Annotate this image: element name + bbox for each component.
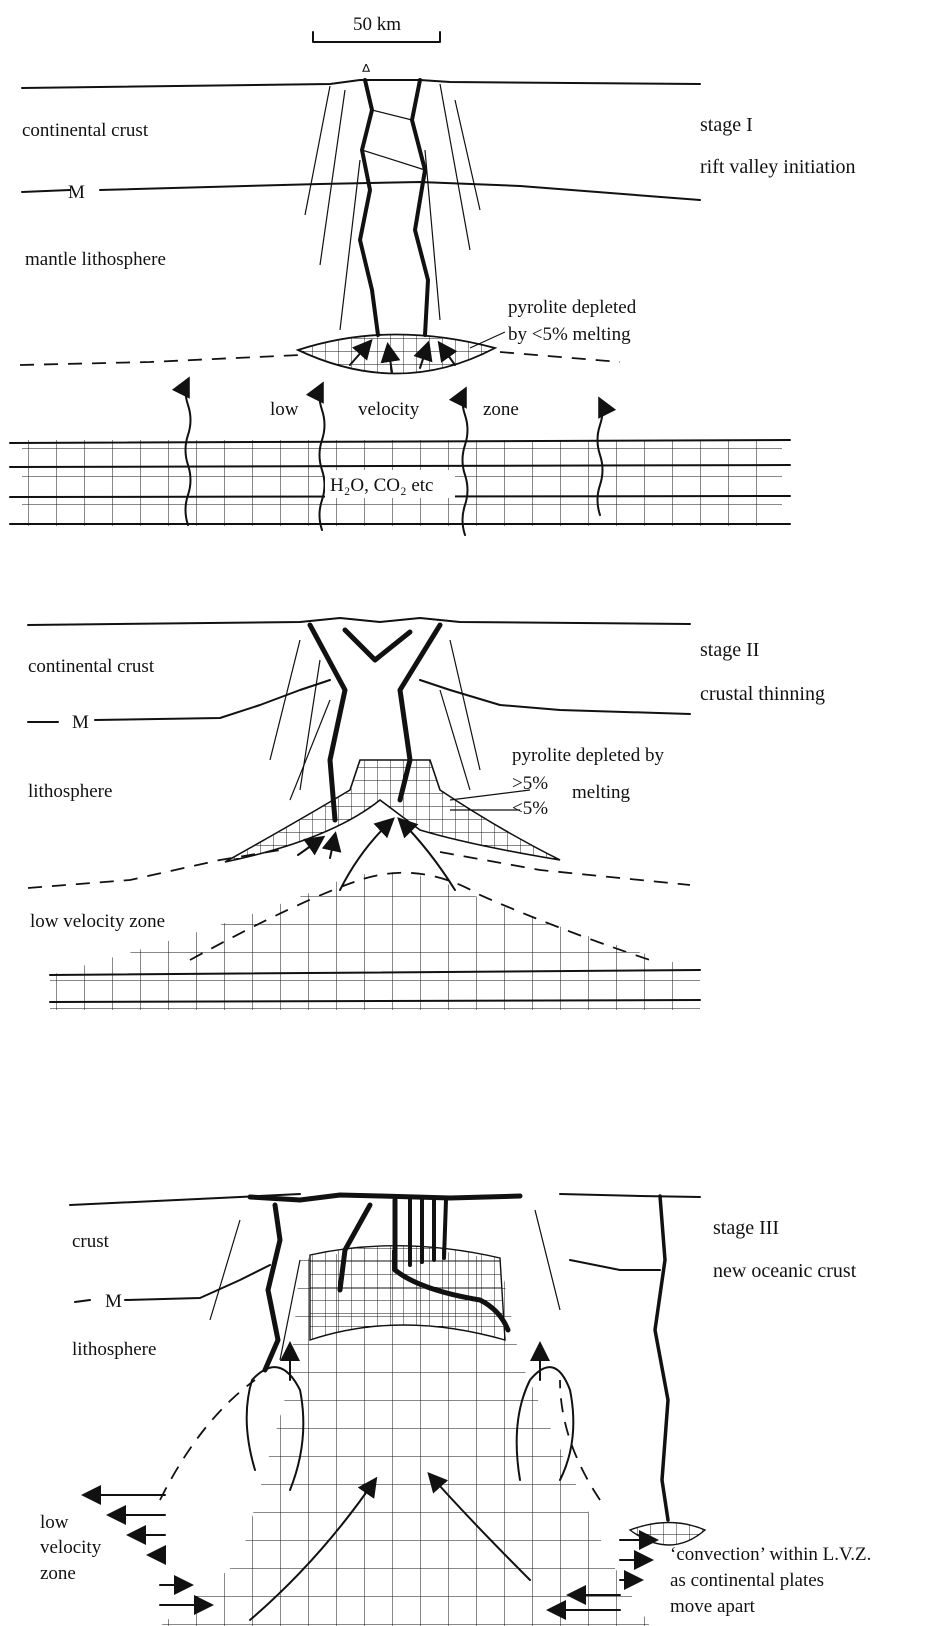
stage2-lithosphere-label: lithosphere bbox=[28, 781, 112, 802]
stage2-depleted-lt: <5% bbox=[512, 798, 548, 819]
stage3-right-melt-lens bbox=[630, 1523, 705, 1546]
stage-3: crust M lithosphere low velocity zone st… bbox=[40, 1194, 871, 1626]
stage3-lvz-line3: zone bbox=[40, 1563, 76, 1584]
stage3-lvz-line1: low bbox=[40, 1512, 69, 1533]
svg-text:ᐞ: ᐞ bbox=[361, 62, 371, 83]
stage1-subtitle: rift valley initiation bbox=[700, 156, 856, 178]
stage1-lvz-velocity: velocity bbox=[358, 399, 420, 420]
stage2-subtitle: crustal thinning bbox=[700, 683, 825, 705]
stage1-depleted-line1: pyrolite depleted bbox=[508, 297, 637, 318]
stage1-depleted-line2: by <5% melting bbox=[508, 324, 631, 345]
stage3-subtitle: new oceanic crust bbox=[713, 1260, 857, 1282]
stage1-crust-label: continental crust bbox=[22, 120, 149, 141]
stage3-title: stage III bbox=[713, 1217, 779, 1239]
stage3-moho-label: M bbox=[105, 1291, 122, 1312]
stage1-depleted-lens bbox=[298, 334, 495, 373]
stage2-surface bbox=[28, 618, 690, 625]
stage1-moho bbox=[22, 182, 700, 200]
stage2-crust-label: continental crust bbox=[28, 656, 155, 677]
stage3-new-crust bbox=[250, 1195, 520, 1200]
stage-2: continental crust M lithosphere pyrolite… bbox=[28, 618, 825, 1010]
stage2-moho bbox=[28, 680, 690, 722]
stage1-lvz-low: low bbox=[270, 399, 299, 420]
stage3-right-dyke bbox=[655, 1196, 668, 1520]
stage3-lithosphere-label: lithosphere bbox=[72, 1339, 156, 1360]
stage1-lithosphere-label: mantle lithosphere bbox=[25, 249, 166, 270]
stage3-plate-arrows-left bbox=[85, 1495, 210, 1605]
scale-bar-label: 50 km bbox=[353, 14, 401, 35]
stage3-convection-line2: as continental plates bbox=[670, 1570, 824, 1591]
stage1-lvz-zone: zone bbox=[483, 399, 519, 420]
stage2-lvz-dome bbox=[50, 872, 700, 1010]
stage1-dyke-left bbox=[360, 80, 378, 335]
stage1-title: stage I bbox=[700, 114, 753, 136]
stage2-depleted-melting: melting bbox=[572, 782, 631, 803]
stage3-convection-line1: ‘convection’ within L.V.Z. bbox=[670, 1544, 871, 1565]
stage2-lvz-label: low velocity zone bbox=[30, 911, 165, 932]
stage2-rift-fill bbox=[345, 630, 410, 660]
stage2-depleted-line1: pyrolite depleted by bbox=[512, 745, 664, 766]
stage3-lvz-line2: velocity bbox=[40, 1537, 102, 1558]
stage2-depleted-region bbox=[225, 760, 560, 862]
stage3-dyke-left bbox=[265, 1205, 280, 1370]
stage1-volatiles-label: H₂O, CO₂ etc bbox=[330, 475, 433, 496]
stage2-title: stage II bbox=[700, 639, 759, 661]
stage3-crust-label: crust bbox=[72, 1231, 110, 1252]
stage2-depleted-gt: >5% bbox=[512, 773, 548, 794]
stage1-faults bbox=[305, 84, 480, 330]
stage-1: ᐞ continental crust M mantle lithosphere… bbox=[10, 62, 856, 535]
stage3-convection-line3: move apart bbox=[670, 1596, 756, 1617]
stage2-dyke-left bbox=[310, 625, 345, 820]
stage1-moho-label: M bbox=[68, 182, 85, 203]
scale-bar: 50 km bbox=[313, 14, 440, 42]
stage2-moho-label: M bbox=[72, 712, 89, 733]
stage1-dyke-right bbox=[412, 80, 428, 335]
